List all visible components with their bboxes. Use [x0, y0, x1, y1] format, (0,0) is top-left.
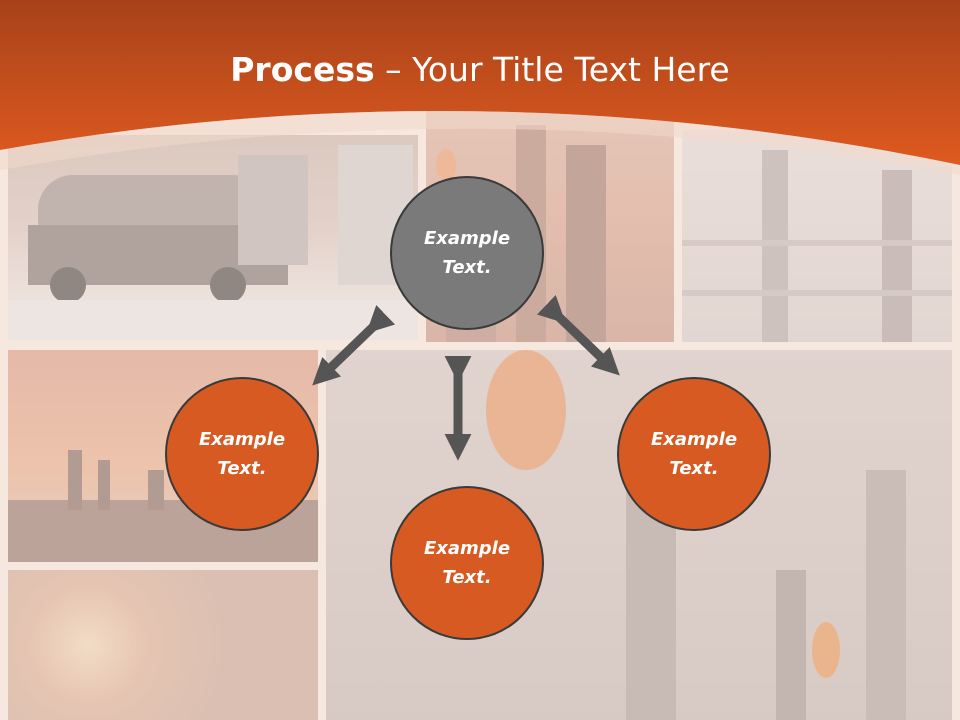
node-label-line2: Text.	[669, 458, 719, 479]
process-node-right: Example Text.	[617, 377, 771, 531]
title-rest: – Your Title Text Here	[374, 50, 730, 89]
node-label-line1: Example	[650, 429, 738, 450]
process-node-bottom: Example Text.	[390, 486, 544, 640]
node-label-line1: Example	[423, 228, 511, 249]
node-label-line2: Text.	[442, 567, 492, 588]
title-bold: Process	[230, 50, 375, 89]
pipes-image	[682, 150, 952, 342]
towers-image	[486, 350, 906, 720]
node-label-line1: Example	[423, 538, 511, 559]
header-band	[0, 0, 960, 175]
tanker-truck-image	[8, 145, 418, 340]
photo-sun-horizon	[8, 570, 318, 720]
process-node-top: Example Text.	[390, 176, 544, 330]
slide-title: Process – Your Title Text Here	[0, 50, 960, 89]
arrow-top-left	[312, 305, 396, 386]
photo-refinery-pipes	[682, 130, 952, 342]
photo-tanker-truck	[8, 135, 418, 340]
process-node-left: Example Text.	[165, 377, 319, 531]
arrow-top-right	[536, 295, 620, 376]
node-label-line2: Text.	[442, 257, 492, 278]
node-label-line2: Text.	[217, 458, 267, 479]
node-label-line1: Example	[198, 429, 286, 450]
